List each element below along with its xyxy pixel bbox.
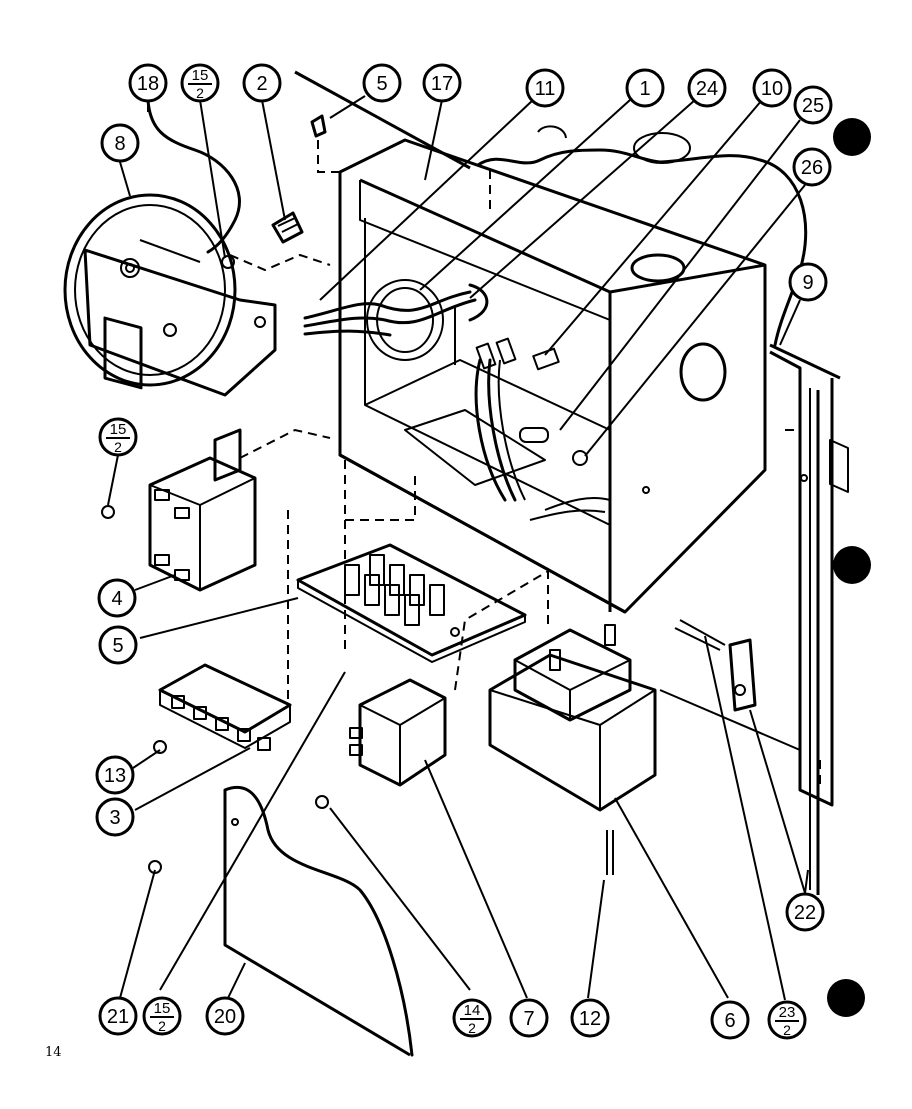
- callout-numerator: 15: [192, 67, 209, 84]
- callout-15-2-top: 15 2: [180, 63, 220, 103]
- callout-label: 7: [523, 1008, 534, 1030]
- callout-numerator: 23: [779, 1004, 796, 1021]
- callout-17: 17: [422, 63, 462, 103]
- cabinet-housing: [338, 138, 767, 614]
- transformer: [488, 624, 657, 875]
- callout-label: 4: [111, 588, 122, 610]
- registration-dot-middle: [833, 546, 871, 584]
- pressure-switch: [63, 98, 277, 397]
- callout-numerator: 14: [464, 1002, 481, 1019]
- back-panel: [294, 70, 849, 895]
- callout-label: 26: [801, 157, 823, 179]
- callout-label: 11: [535, 78, 556, 100]
- callout-label: 13: [104, 765, 126, 787]
- relay-small: [315, 678, 447, 809]
- callout-label: 21: [107, 1006, 129, 1028]
- relay: [101, 428, 257, 592]
- callout-10: 10: [752, 68, 792, 108]
- callout-4: 4: [97, 578, 137, 618]
- callout-label: 17: [431, 73, 453, 95]
- callout-15-2-middle: 15 2: [98, 417, 138, 457]
- registration-dot-bottom: [827, 979, 865, 1017]
- wire-harness: [303, 125, 808, 521]
- callout-6: 6: [710, 1000, 750, 1040]
- callout-label: 5: [376, 73, 387, 95]
- callout-5-middle: 5: [98, 625, 138, 665]
- page-number: 14: [45, 1045, 62, 1060]
- callout-label: 6: [724, 1010, 735, 1032]
- callout-denominator: 2: [114, 439, 122, 455]
- wire-nut: [271, 211, 304, 244]
- callout-denominator: 2: [196, 85, 204, 101]
- assembly-lines: [229, 170, 821, 790]
- callout-label: 18: [137, 73, 159, 95]
- callout-5-top: 5: [362, 63, 402, 103]
- cabinet-hole-top: [630, 253, 686, 283]
- callout-label: 12: [579, 1008, 601, 1030]
- callout-label: 8: [114, 133, 125, 155]
- callout-label: 24: [696, 78, 718, 100]
- callout-26: 26: [792, 147, 832, 187]
- callout-23-2: 23 2: [767, 1000, 807, 1040]
- registration-dot-top: [833, 118, 871, 156]
- callout-label: 5: [112, 635, 123, 657]
- cabinet-hole-side: [679, 342, 727, 402]
- cover-panel: [148, 786, 414, 1057]
- callout-label: 22: [794, 902, 816, 924]
- callout-7: 7: [509, 998, 549, 1038]
- callout-12: 12: [570, 998, 610, 1038]
- callout-label: 20: [214, 1006, 236, 1028]
- callout-8: 8: [100, 123, 140, 163]
- callout-24: 24: [687, 68, 727, 108]
- callout-21: 21: [98, 996, 138, 1036]
- callout-18: 18: [128, 63, 168, 103]
- callout-15-2-bottom: 15 2: [142, 996, 182, 1036]
- callout-20: 20: [205, 996, 245, 1036]
- callout-denominator: 2: [783, 1022, 791, 1038]
- callout-label: 3: [109, 807, 120, 829]
- screw-top: [310, 114, 342, 173]
- callout-1: 1: [625, 68, 665, 108]
- callout-9: 9: [788, 262, 828, 302]
- callout-label: 2: [256, 73, 267, 95]
- leader-lines: [107, 95, 809, 1001]
- callout-25: 25: [793, 85, 833, 125]
- callout-numerator: 15: [110, 421, 127, 438]
- callout-2: 2: [242, 63, 282, 103]
- callout-11: 11: [525, 68, 565, 108]
- callout-denominator: 2: [158, 1018, 166, 1034]
- circuit-board: [296, 543, 527, 663]
- callout-numerator: 15: [154, 1000, 171, 1017]
- terminal-block: [153, 663, 292, 754]
- callout-13: 13: [95, 755, 135, 795]
- callout-14-2: 14 2: [452, 998, 492, 1038]
- callout-label: 1: [639, 78, 650, 100]
- callout-22: 22: [785, 892, 825, 932]
- callout-denominator: 2: [468, 1020, 476, 1036]
- callout-label: 10: [761, 78, 783, 100]
- limit-switch: [674, 619, 757, 712]
- callout-label: 25: [802, 95, 824, 117]
- callout-label: 9: [802, 272, 813, 294]
- callout-3: 3: [95, 797, 135, 837]
